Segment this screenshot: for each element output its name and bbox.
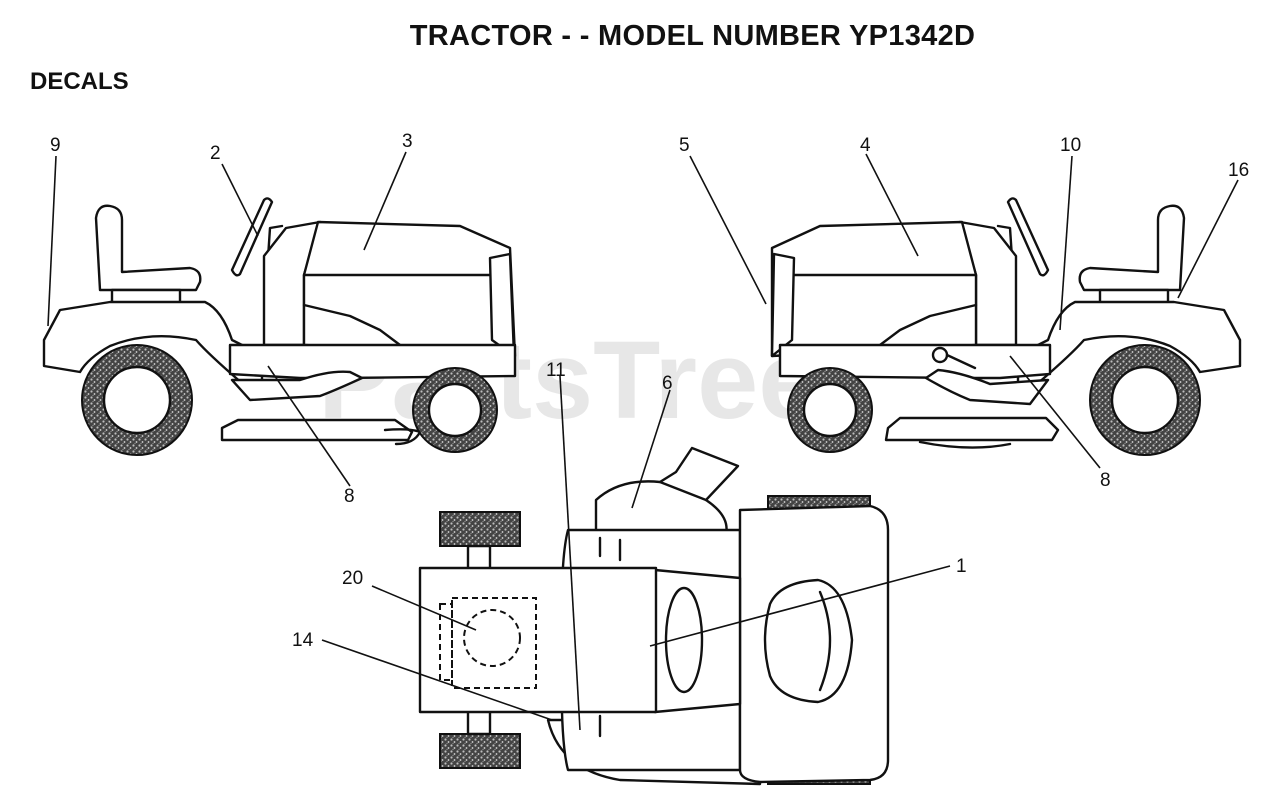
callout-14: 14 [292,630,314,651]
top-view-tractor [418,446,890,786]
callout-1: 1 [956,556,967,577]
diagram-title: TRACTOR - - MODEL NUMBER YP1342D [409,20,976,52]
left-side-view-tractor [42,197,517,456]
callout-3: 3 [402,131,413,152]
callout-2: 2 [210,143,221,164]
callout-5: 5 [679,135,690,156]
callout-8-left: 8 [344,486,355,507]
leader-lines [47,151,1239,731]
callout-9: 9 [50,135,61,156]
callout-6: 6 [662,373,673,394]
callout-4: 4 [860,135,871,156]
callout-10: 10 [1060,135,1081,156]
callout-16: 16 [1228,160,1249,181]
section-heading: DECALS [30,68,129,95]
callout-20: 20 [342,568,363,589]
right-side-view-tractor [770,197,1242,456]
callout-11: 11 [546,360,566,381]
callout-8-right: 8 [1100,470,1111,491]
